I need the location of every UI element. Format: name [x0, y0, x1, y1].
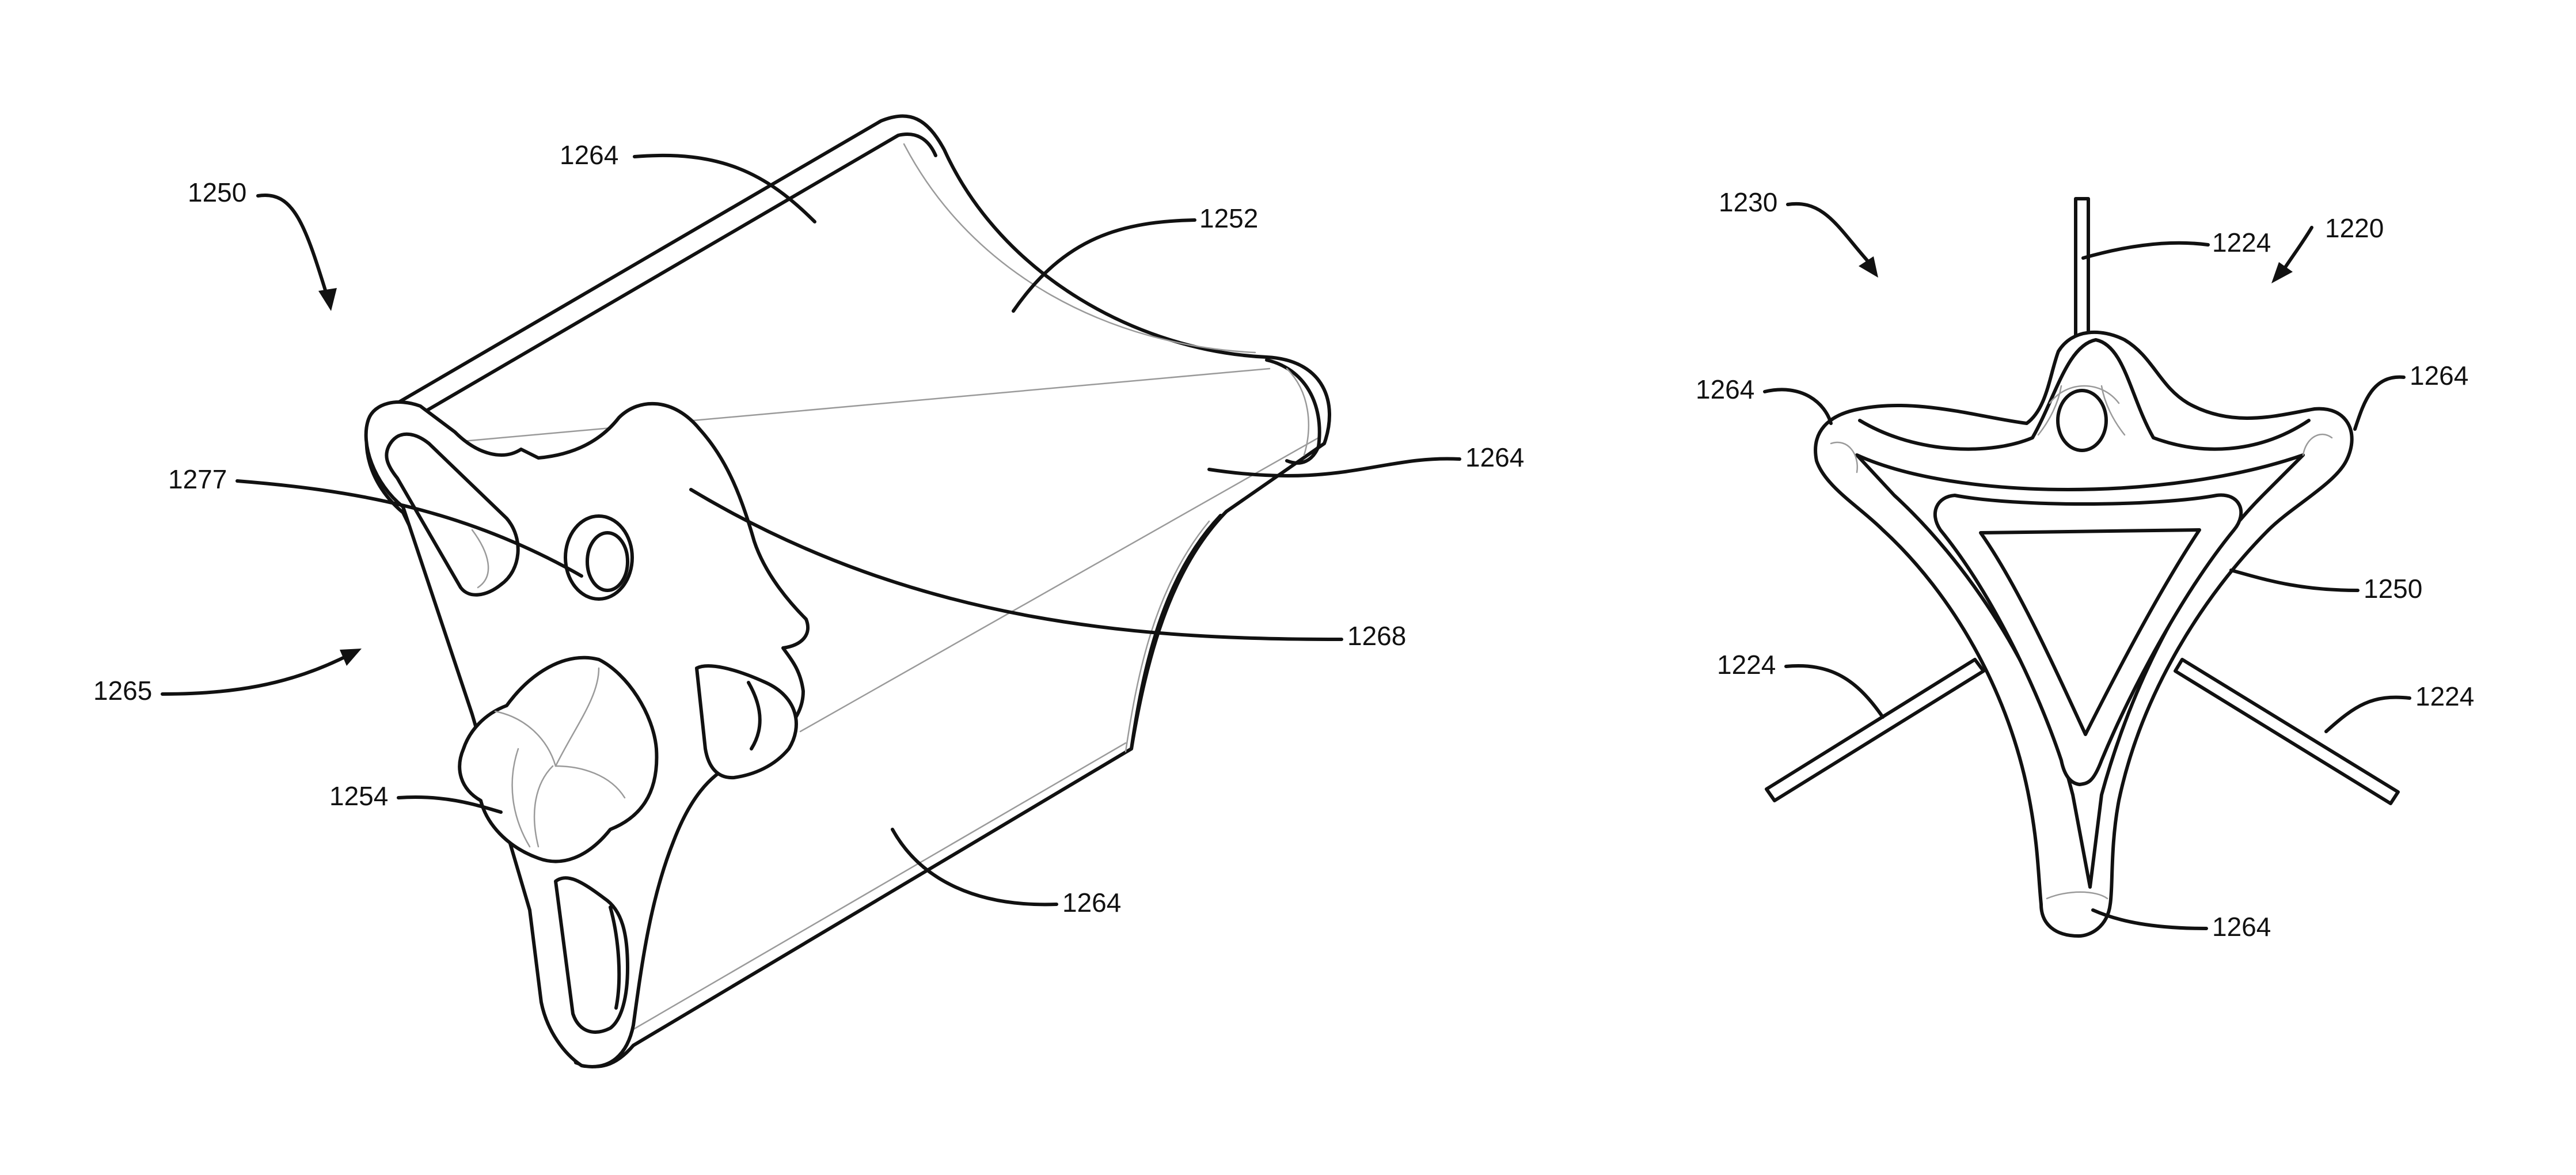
label-1220: 1220 [2325, 213, 2384, 243]
label-1264-bottom-end: 1264 [2212, 912, 2271, 942]
label-1264-top: 1264 [560, 140, 618, 170]
leader-1250-end [2231, 570, 2358, 590]
end-view: 1230 1224 1220 1264 1264 1250 1224 1224 … [1696, 187, 2474, 942]
leader-1224-left [1786, 666, 1883, 717]
label-1224-right: 1224 [2415, 681, 2474, 711]
leader-1224-right [2326, 698, 2410, 731]
leader-1250 [258, 195, 328, 300]
leader-1264-left [1765, 389, 1831, 423]
leader-1264-right-end [2355, 377, 2404, 429]
perspective-view: 1250 1264 1252 1264 1277 1268 1265 1254 … [93, 116, 1524, 1067]
wire-spoke-left [1766, 659, 1984, 801]
label-1252: 1252 [1199, 203, 1258, 233]
arrowhead-1220 [2271, 262, 2293, 283]
arrowhead-1250 [318, 288, 337, 311]
wire-spoke-top [2076, 199, 2088, 340]
label-1265: 1265 [93, 676, 152, 706]
label-1264-bottom: 1264 [1062, 888, 1121, 918]
leader-1224-top [2083, 243, 2208, 258]
label-1277: 1277 [168, 464, 227, 494]
label-1230: 1230 [1719, 187, 1777, 217]
label-1224-left: 1224 [1717, 650, 1776, 680]
label-1250-end: 1250 [2364, 574, 2422, 604]
label-1250: 1250 [188, 177, 246, 207]
label-1264-right: 1264 [1465, 442, 1524, 472]
label-1224-top: 1224 [2212, 228, 2271, 257]
wire-spoke-right [2175, 659, 2398, 803]
hub-hole [2058, 391, 2106, 450]
label-1264-left: 1264 [1696, 374, 1754, 404]
leader-1220 [2283, 228, 2312, 271]
arrowhead-1265 [340, 649, 362, 666]
leader-1230 [1788, 204, 1871, 265]
label-1264-right-end: 1264 [2410, 361, 2468, 391]
label-1254: 1254 [329, 781, 388, 811]
leader-1265 [162, 657, 345, 694]
label-1268: 1268 [1347, 621, 1406, 651]
